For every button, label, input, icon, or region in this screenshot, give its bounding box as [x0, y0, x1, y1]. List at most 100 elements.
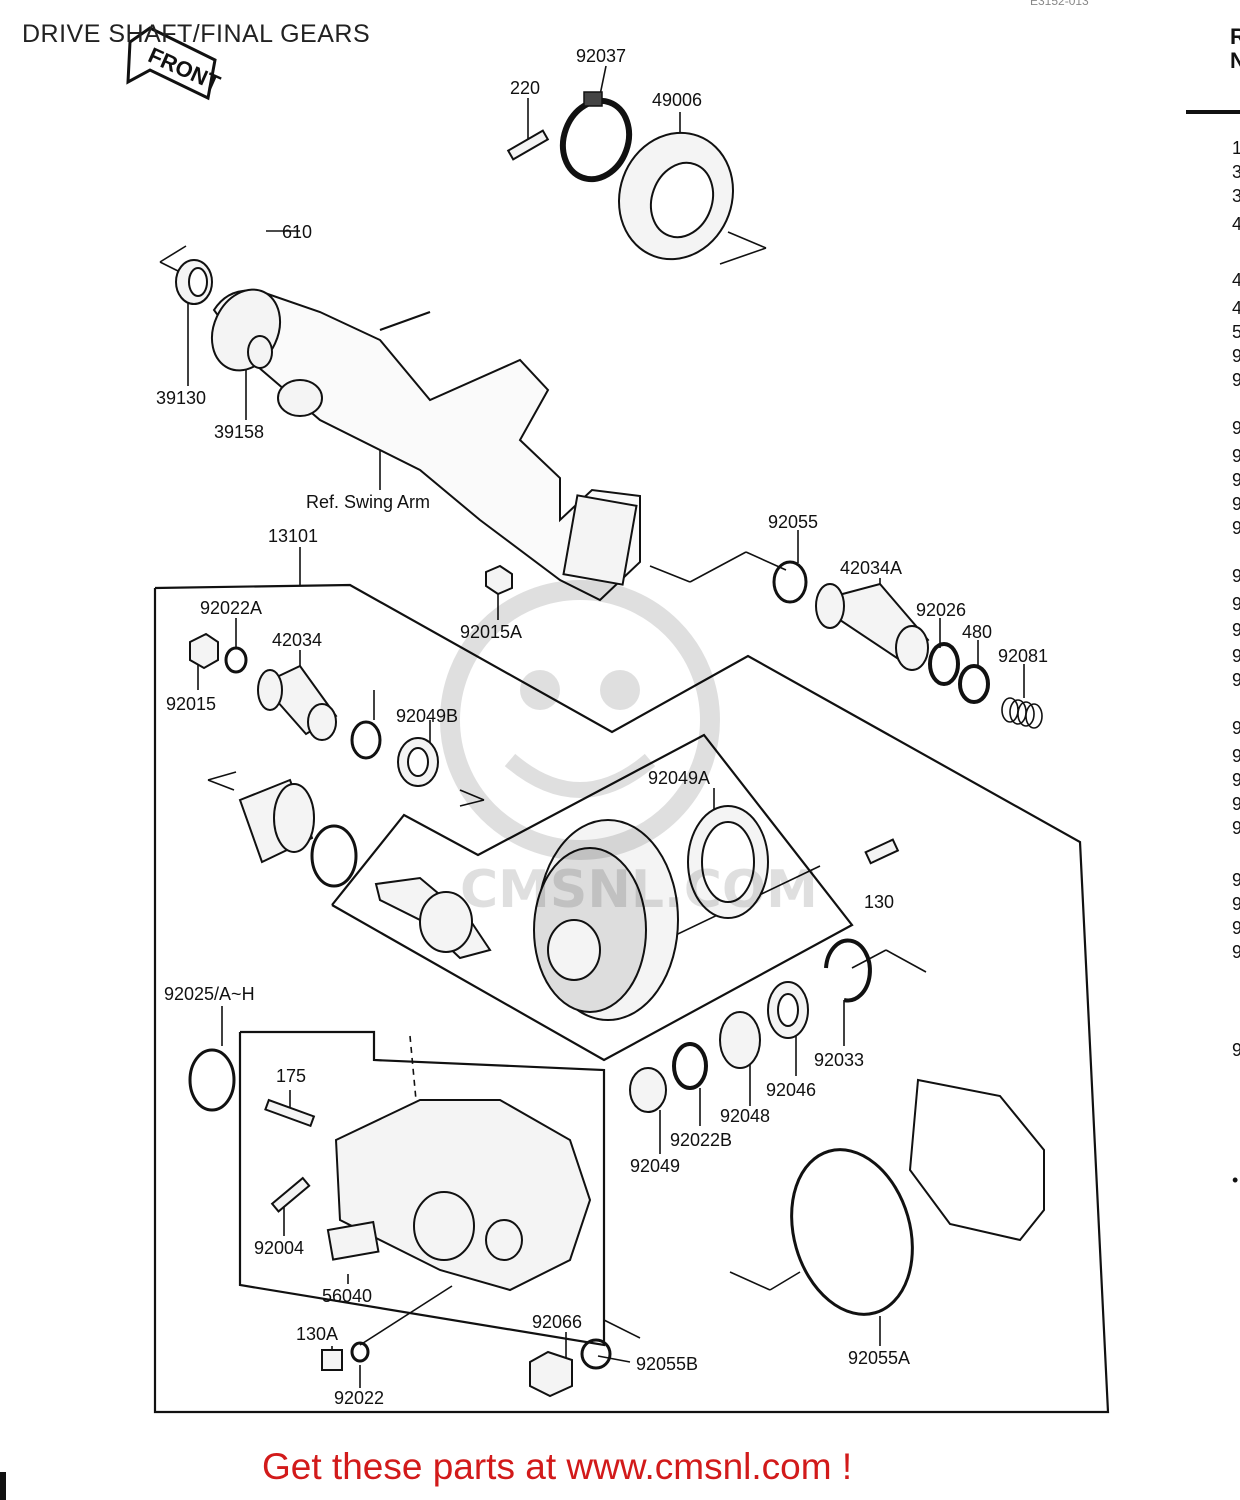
swing-arm-label: Ref. Swing Arm: [306, 492, 430, 512]
watermark-mascot-icon: [440, 580, 720, 860]
bolt-220: [506, 129, 550, 161]
side-column-tick: 9: [1232, 620, 1240, 640]
seal-39158: [247, 335, 273, 369]
group-outline-gears: [331, 733, 854, 1062]
side-column-header: R: [1230, 24, 1240, 49]
seal-92049B: [397, 737, 439, 787]
callout-92055A: 92055A: [848, 1348, 910, 1368]
swing-arm: [210, 288, 641, 602]
side-column-tick: 9: [1232, 1040, 1240, 1060]
o-ring-92055A: [790, 1148, 914, 1316]
side-column-tick: 9: [1232, 918, 1240, 938]
drain-plug-92066: [529, 1350, 573, 1398]
callout-42034A: 42034A: [840, 558, 902, 578]
spacer-92048: [719, 1011, 761, 1069]
bearing-92046: [767, 981, 809, 1039]
callout-92022B: 92022B: [670, 1130, 732, 1150]
callout-130: 130: [864, 892, 894, 912]
ref-code: E3152-013: [1030, 0, 1089, 8]
seal-92049: [629, 1067, 667, 1113]
gasket-plate: [908, 1078, 1045, 1242]
watermark-logo: CMSNL.COM: [380, 560, 818, 960]
nut-92015A: [485, 564, 513, 596]
side-column-tick: 9: [1232, 646, 1240, 666]
bolt-130: [864, 838, 900, 865]
pinion-gear: [374, 876, 492, 960]
callout-175: 175: [276, 1066, 306, 1086]
group-outline-housing: [238, 1030, 606, 1347]
side-column-tick: 3: [1232, 162, 1240, 182]
side-column-tick: 9: [1232, 770, 1240, 790]
footer-cmsnl-link[interactable]: Get these parts at www.cmsnl.com !: [262, 1446, 853, 1487]
side-column-tick: 9: [1232, 718, 1240, 738]
callout-39130: 39130: [156, 388, 206, 408]
callout-92046: 92046: [766, 1080, 816, 1100]
callout-92055: 92055: [768, 512, 818, 532]
side-column-header-2: N: [1230, 48, 1240, 73]
watermark-text: CMSNL.COM: [460, 860, 818, 920]
side-column-tick: 9: [1232, 894, 1240, 914]
washer-92022: [350, 1341, 370, 1363]
callout-92049A: 92049A: [648, 768, 710, 788]
callout-labels: 92037 220 49006 610 39130 39158 Ref. Swi…: [156, 46, 1048, 1408]
callout-92015: 92015: [166, 694, 216, 714]
clamp-92037: [559, 91, 633, 183]
washer-92022A: [224, 646, 248, 674]
callout-610: 610: [282, 222, 312, 242]
bolt-130A: [321, 1349, 343, 1371]
callout-92033: 92033: [814, 1050, 864, 1070]
callout-92015A: 92015A: [460, 622, 522, 642]
page-title: DRIVE SHAFT/FINAL GEARS: [22, 20, 371, 48]
side-column-tick: 9: [1232, 818, 1240, 838]
callout-92004: 92004: [254, 1238, 304, 1258]
bearing-housing: [238, 778, 315, 864]
callout-92037: 92037: [576, 46, 626, 66]
side-column-tick: •: [1232, 1170, 1239, 1190]
callout-92025-A-H: 92025/A~H: [164, 984, 255, 1004]
shim-92022B: [672, 1042, 708, 1090]
side-column-tick: 4: [1232, 270, 1240, 290]
o-ring-92025: [188, 1048, 236, 1112]
washer-92026: [928, 642, 960, 686]
side-column-tick: 9: [1232, 942, 1240, 962]
side-column-tick: 9: [1232, 594, 1240, 614]
side-column-tick: 9: [1232, 870, 1240, 890]
o-ring-92055-small: [350, 720, 382, 760]
side-column-tick: 9: [1232, 346, 1240, 366]
drive-shaft-42034A: [815, 582, 930, 671]
side-column-rule: [1186, 110, 1240, 114]
side-column-tick: 9: [1232, 670, 1240, 690]
seal-92049A: [687, 805, 769, 919]
callout-42034: 42034: [272, 630, 322, 650]
side-column-tick: 4: [1232, 298, 1240, 318]
side-column-tick: 9: [1232, 566, 1240, 586]
callout-92026: 92026: [916, 600, 966, 620]
side-column-tick: 9: [1232, 746, 1240, 766]
side-column-tick: 9: [1232, 370, 1240, 390]
group-outline-13101: [153, 583, 1110, 1414]
callout-92022A: 92022A: [200, 598, 262, 618]
nut-92015: [189, 632, 219, 670]
boot-49006: [618, 131, 734, 261]
callout-92055B: 92055B: [636, 1354, 698, 1374]
ring-gear: [533, 819, 679, 1021]
callout-480: 480: [962, 622, 992, 642]
side-column-tick: 9: [1232, 418, 1240, 438]
label-56040: [326, 1220, 380, 1261]
gear-case-housing: [334, 1099, 592, 1292]
callout-130A: 130A: [296, 1324, 338, 1344]
callout-92022: 92022: [334, 1388, 384, 1408]
side-column-tick: 9: [1232, 446, 1240, 466]
side-column-tick: 9: [1232, 494, 1240, 514]
spring-92081: [1001, 697, 1043, 729]
side-column-tick: 5: [1232, 322, 1240, 342]
side-column-tick: 9: [1232, 518, 1240, 538]
callout-220: 220: [510, 78, 540, 98]
side-column-tick: 4: [1232, 214, 1240, 234]
callout-92049: 92049: [630, 1156, 680, 1176]
dowel-92004: [270, 1176, 311, 1213]
callout-56040: 56040: [322, 1286, 372, 1306]
side-column-tick: 9: [1232, 794, 1240, 814]
